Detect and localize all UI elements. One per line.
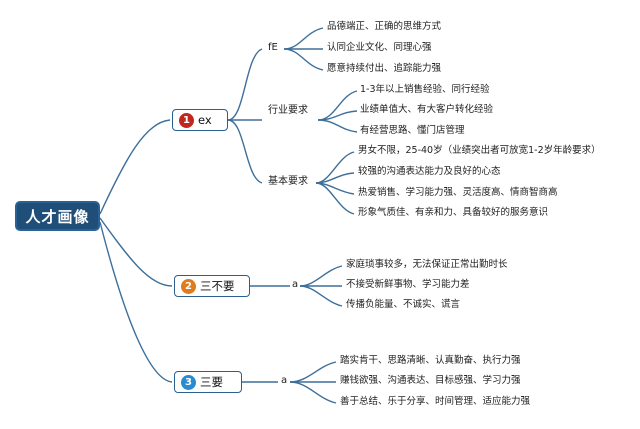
leaf-item: 愿意持续付出、追踪能力强: [327, 63, 442, 74]
branch-node-3: 3 三要: [174, 371, 242, 393]
leaf-item: 热爱销售、学习能力强、灵活度高、情商智商高: [358, 187, 558, 198]
branch-node-1: 1 ex: [172, 109, 228, 131]
leaf-item: 业绩单值大、有大客户转化经验: [360, 104, 494, 115]
leaf-item: 不接受新鲜事物、学习能力差: [346, 279, 470, 290]
leaf-item: 男女不限，25-40岁（业绩突出者可放宽1-2岁年龄要求）: [358, 145, 601, 156]
leaf-item: 形象气质佳、有亲和力、具备较好的服务意识: [358, 207, 549, 218]
root-node: 人才画像: [15, 201, 100, 231]
branch-label: ex: [198, 113, 212, 127]
subgroup-label: a: [292, 279, 299, 290]
leaf-item: 善于总结、乐于分享、时间管理、适应能力强: [340, 396, 531, 407]
leaf-item: 1-3年以上销售经验、同行经验: [360, 84, 490, 95]
leaf-item: 品德端正、正确的思维方式: [327, 21, 442, 32]
leaf-item: 踏实肯干、思路清晰、认真勤奋、执行力强: [340, 355, 521, 366]
number-badge-2: 2: [181, 278, 196, 294]
branch-label: 三要: [200, 375, 223, 389]
leaf-item: 认同企业文化、同理心强: [327, 42, 432, 53]
number-badge-3: 3: [181, 374, 196, 390]
subgroup-label: fE: [268, 42, 278, 53]
leaf-item: 传播负能量、不诚实、谎言: [346, 299, 461, 310]
leaf-item: 较强的沟通表达能力及良好的心态: [358, 166, 501, 177]
number-badge-1: 1: [179, 112, 194, 128]
root-title: 人才画像: [25, 207, 90, 226]
subgroup-label: 基本要求: [268, 176, 308, 187]
subgroup-label: a: [281, 375, 288, 386]
leaf-item: 有经营思路、懂门店管理: [360, 125, 465, 136]
branch-label: 三不要: [200, 279, 235, 293]
leaf-item: 赚钱欲强、沟通表达、目标感强、学习力强: [340, 375, 521, 386]
subgroup-label: 行业要求: [268, 105, 308, 116]
branch-node-2: 2 三不要: [174, 275, 250, 297]
leaf-item: 家庭琐事较多，无法保证正常出勤时长: [346, 259, 508, 270]
